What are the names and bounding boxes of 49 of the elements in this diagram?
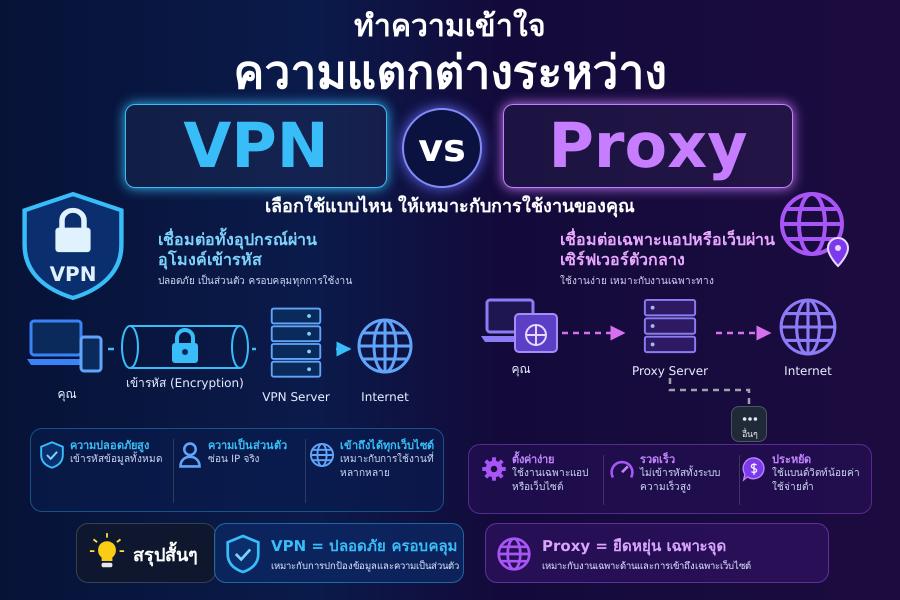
shield-label: VPN xyxy=(48,262,98,286)
node-label: เข้ารหัส (Encryption) xyxy=(125,375,245,392)
feature-title: ความปลอดภัยสูง xyxy=(70,439,149,452)
heading-panel xyxy=(125,104,387,188)
feature-title: ตั้งค่าง่าย xyxy=(512,453,555,467)
summary-tag xyxy=(76,523,216,583)
feature-description: เหมาะกับการใช้งานที่หลากหลาย xyxy=(340,453,443,480)
feature-panel xyxy=(30,428,444,512)
section-description: ใช้งานง่าย เหมาะกับงานเฉพาะทาง xyxy=(560,276,716,288)
feature-title: เข้าถึงได้ทุกเว็บไซต์ xyxy=(340,439,435,452)
summary-description: เหมาะกับงานเฉพาะด้านและการเข้าถึงเฉพาะเว็บไซต์ xyxy=(542,559,751,573)
vs-circle xyxy=(402,108,482,188)
node-label: VPN Server xyxy=(261,390,331,404)
summary-description: เหมาะกับการปกป้องข้อมูลและความเป็นส่วนตัว xyxy=(271,559,459,573)
summary-title: VPN = ปลอดภัย ครอบคลุม xyxy=(271,536,458,558)
node-label: คุณ xyxy=(510,361,532,378)
arrow xyxy=(336,342,352,356)
feature-title: ประหยัด xyxy=(772,453,812,467)
summary-card xyxy=(485,523,829,583)
section-description: ปลอดภัย เป็นส่วนตัว ครอบคลุมทุกการใช้งาน xyxy=(158,276,354,288)
summary-card xyxy=(214,523,464,583)
summary-label: สรุปสั้นๆ xyxy=(133,540,198,569)
title-text: ความแตกต่างระหว่าง xyxy=(232,44,668,101)
node-label: คุณ xyxy=(56,386,78,403)
connector-line xyxy=(668,378,750,406)
node-label: Internet xyxy=(360,390,410,404)
node-label: Internet xyxy=(783,364,833,378)
subtitle-text: เลือกใช้แบบไหน ให้เหมาะกับการใช้งานของคุณ xyxy=(264,196,636,218)
tile-label: อื่นๆ xyxy=(732,427,768,441)
title-text: ทำความเข้าใจ xyxy=(353,8,547,46)
feature-panel xyxy=(468,444,872,514)
feature-description: ไม่เข้ารหัสทั้งระบบความเร็วสูง xyxy=(640,467,735,494)
feature-description: ใช้แบนด์วิดท์น้อยค่าใช้จ่ายต่ำ xyxy=(772,467,861,494)
heading-panel xyxy=(503,104,793,188)
summary-title: Proxy = ยืดหยุ่น เฉพาะจุด xyxy=(542,536,726,558)
feature-description: ใช้งานเฉพาะแอปหรือเว็บไซต์ xyxy=(512,467,589,494)
feature-description: เข้ารหัสข้อมูลทั้งหมด xyxy=(70,453,171,467)
feature-title: ความเป็นส่วนตัว xyxy=(208,439,288,454)
app-tile xyxy=(731,406,767,442)
feature-description: ซ่อน IP จริง xyxy=(208,453,260,467)
section-heading: เชื่อมต่อทั้งอุปกรณ์ผ่านอุโมงค์เข้ารหัส xyxy=(158,230,328,270)
connector-line xyxy=(252,348,256,350)
arrow xyxy=(716,326,772,340)
feature-title: รวดเร็ว xyxy=(640,453,675,466)
node-label: Proxy Server xyxy=(630,364,710,378)
section-heading: เชื่อมต่อเฉพาะแอปหรือเว็บผ่านเซิร์ฟเวอร์ตัวกลาง xyxy=(560,230,775,270)
arrow xyxy=(562,326,626,340)
vs-text: vs xyxy=(418,129,466,167)
heading-text: VPN xyxy=(183,115,329,177)
